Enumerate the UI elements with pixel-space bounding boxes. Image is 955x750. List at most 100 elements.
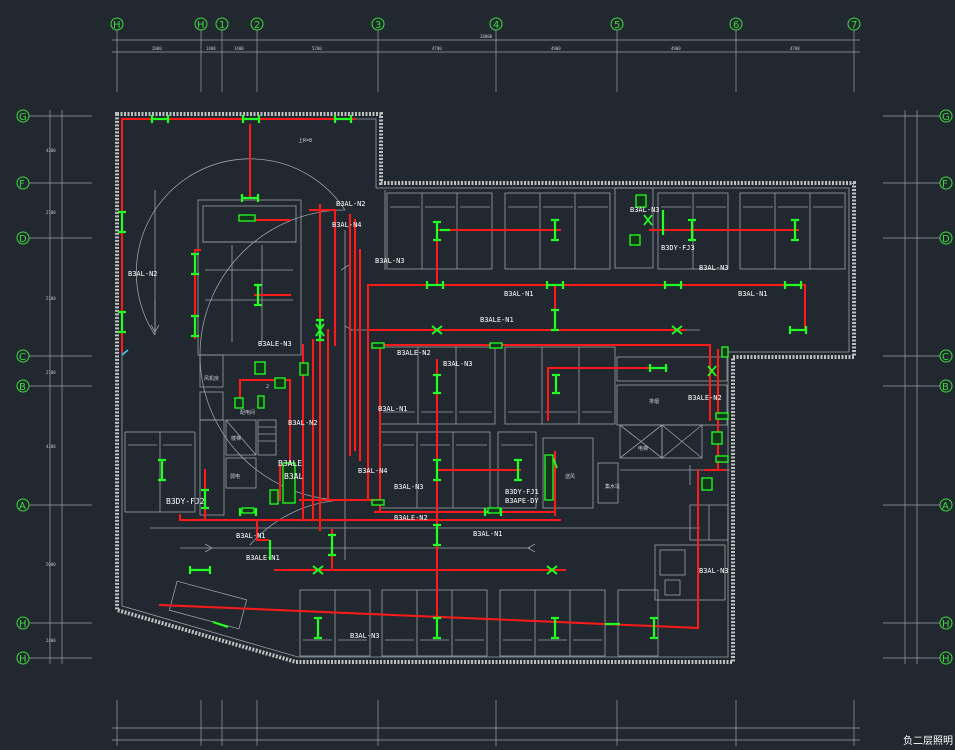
svg-text:28000: 28000 (480, 34, 493, 39)
room-labels: 风机房 配电间 弱电 楼梯 排烟 电梯 集水坑 送风 上R=8 2 (204, 137, 659, 490)
svg-text:C: C (942, 352, 949, 363)
svg-text:5100: 5100 (46, 296, 56, 301)
grid-bubble-right-6: A (939, 498, 953, 512)
svg-text:排烟: 排烟 (649, 398, 659, 405)
svg-text:4900: 4900 (671, 46, 681, 51)
svg-text:2: 2 (254, 20, 260, 31)
grid-bubble-top-3: 1 (215, 17, 229, 31)
grid-bubble-top-7: 5 (610, 17, 624, 31)
label-b3dy-fj2: B3DY-FJ2 (166, 497, 205, 506)
svg-text:2700: 2700 (46, 210, 56, 215)
circuit-labels: B3AL-N2 B3AL-N2 B3AL-N4 B3AL-N3 B3AL-N3 … (128, 200, 768, 640)
svg-text:H: H (942, 619, 950, 630)
grid-bubble-left-6: A (16, 498, 30, 512)
svg-text:D: D (942, 234, 950, 245)
svg-text:4700: 4700 (790, 46, 800, 51)
grid-bubble-left-1: G (16, 109, 30, 123)
label-b3al-n2-c: B3AL-N2 (288, 419, 318, 427)
svg-text:C: C (19, 352, 26, 363)
grid-bubble-top-5: 3 (371, 17, 385, 31)
panel-boxes (234, 194, 729, 514)
grid-bubble-right-1: G (939, 109, 953, 123)
label-b3al-n4-a: B3AL-N4 (332, 221, 362, 229)
grid-bubble-right-3: D (939, 231, 953, 245)
svg-text:5: 5 (614, 20, 620, 31)
svg-text:1400: 1400 (206, 46, 216, 51)
svg-text:1: 1 (219, 20, 225, 31)
cyan-marker (121, 349, 129, 356)
label-b3ale-n1-a: B3ALE-N1 (480, 316, 514, 324)
svg-text:H: H (19, 654, 27, 665)
label-b3al-n1-d: B3AL-N1 (473, 530, 503, 538)
svg-text:7: 7 (851, 20, 857, 31)
svg-text:6: 6 (733, 20, 739, 31)
lighting-fixtures (118, 115, 808, 640)
drawing-title: 负二层照明 (903, 734, 953, 746)
svg-text:5200: 5200 (312, 46, 322, 51)
grid-bubble-left-4: C (16, 349, 30, 363)
svg-text:A: A (19, 501, 26, 512)
svg-text:集水坑: 集水坑 (605, 483, 620, 490)
label-b3ale: B3ALE (278, 459, 302, 468)
svg-text:H: H (197, 20, 205, 31)
grid-bubble-right-2: F (939, 176, 953, 190)
label-b3al-n3-a: B3AL-N3 (375, 257, 405, 265)
building-walls (115, 112, 856, 664)
label-b3ale-n2-b: B3ALE-N2 (688, 394, 722, 402)
label-b3al-n1-e: B3AL-N1 (236, 532, 266, 540)
svg-text:弱电: 弱电 (230, 473, 240, 480)
label-b3al-n4-b: B3AL-N4 (358, 467, 388, 475)
svg-text:F: F (19, 179, 25, 190)
label-b3al-n2-a: B3AL-N2 (128, 270, 158, 278)
svg-text:G: G (942, 112, 950, 123)
label-b3al-n3-b: B3AL-N3 (699, 264, 729, 272)
label-b3ale-n1-b: B3ALE-N1 (246, 554, 280, 562)
grid-bubble-top-1: H (110, 17, 124, 31)
dimension-values: 2800 1400 1400 5200 4700 4900 4900 4700 … (46, 34, 800, 643)
svg-text:电梯: 电梯 (638, 445, 648, 452)
svg-text:上R=8: 上R=8 (298, 137, 312, 144)
label-b3ale-n2-c: B3ALE-N2 (394, 514, 428, 522)
grid-bubble-right-7: H (939, 616, 953, 630)
svg-text:4200: 4200 (46, 148, 56, 153)
label-b3al-n1-a: B3AL-N1 (504, 290, 534, 298)
grid-bubble-right-4: C (939, 349, 953, 363)
grid-bubble-left-8: H (16, 651, 30, 665)
svg-text:A: A (942, 501, 949, 512)
svg-text:5000: 5000 (46, 562, 56, 567)
label-b3al-n1-c: B3AL-N1 (378, 405, 408, 413)
label-b3al-n3-f: B3AL-N3 (350, 632, 380, 640)
svg-text:H: H (113, 20, 121, 31)
label-b3ale-n2-a: B3ALE-N2 (397, 349, 431, 357)
label-b3al-n1-b: B3AL-N1 (738, 290, 768, 298)
label-b3ale-n3: B3ALE-N3 (258, 340, 292, 348)
svg-text:送风: 送风 (565, 473, 575, 480)
label-b3ape-dy: B3APE-DY (505, 497, 540, 505)
label-b3al-n3-e: B3AL-N3 (699, 567, 729, 575)
svg-text:4: 4 (493, 20, 499, 31)
svg-text:楼梯: 楼梯 (231, 435, 241, 442)
grid-bubble-top-4: 2 (250, 17, 264, 31)
svg-text:G: G (19, 112, 27, 123)
svg-text:风机房: 风机房 (204, 375, 219, 382)
grid-bubble-right-5: B (939, 379, 953, 393)
grid-bubble-right-8: H (939, 651, 953, 665)
svg-text:4900: 4900 (551, 46, 561, 51)
svg-text:4100: 4100 (46, 444, 56, 449)
label-b3al-n2-b: B3AL-N2 (336, 200, 366, 208)
svg-text:2700: 2700 (46, 370, 56, 375)
grid-bubble-top-6: 4 (489, 17, 503, 31)
svg-text:4700: 4700 (432, 46, 442, 51)
interior-structure (124, 158, 846, 657)
svg-text:2800: 2800 (152, 46, 162, 51)
dimension-lines (29, 30, 940, 746)
label-room-note: B3AL-N3 (630, 206, 660, 214)
svg-text:D: D (19, 234, 27, 245)
grid-bubble-top-2: H (194, 17, 208, 31)
grid-bubble-top-8: 6 (729, 17, 743, 31)
svg-text:F: F (942, 179, 948, 190)
svg-text:2400: 2400 (46, 638, 56, 643)
emergency-fixtures (312, 214, 717, 575)
